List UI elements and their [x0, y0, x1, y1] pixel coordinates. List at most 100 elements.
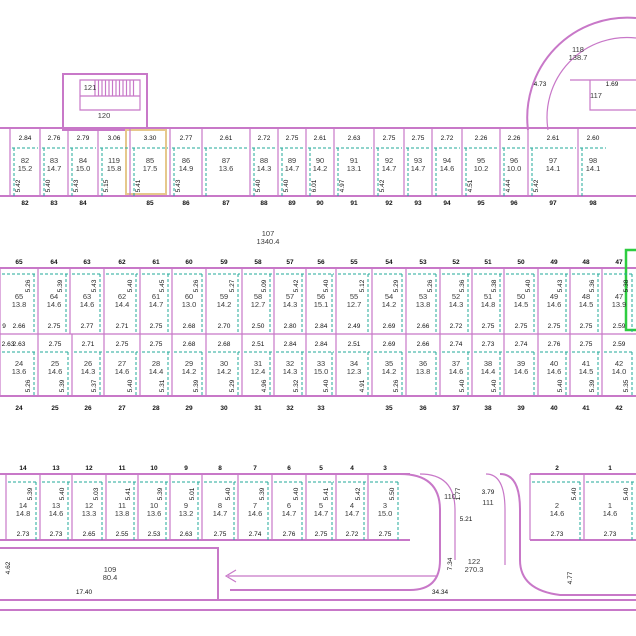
upper-room-area: 13.1 — [347, 164, 362, 173]
mid-lower-room-top-dim: 2.84 — [284, 341, 297, 348]
room-107-area: 1340.4 — [257, 237, 280, 246]
mid-upper-room-area: 14.8 — [481, 300, 496, 309]
mid-upper-room-number: 65 — [15, 292, 23, 301]
room-122-dim-3: 4.77 — [567, 571, 574, 584]
lower-room-bottom-dim: 2.65 — [83, 531, 96, 538]
upper-room-bottom-label: 96 — [510, 200, 518, 207]
mid-lower-room-number-label: 30 — [220, 405, 228, 412]
upper-room-number: 90 — [316, 156, 324, 165]
upper-room-bottom-label: 88 — [260, 200, 268, 207]
mid-upper-room-bottom-dim: 2.59 — [613, 323, 626, 330]
upper-room-area: 14.7 — [382, 164, 397, 173]
mid-lower-room-number-label: 24 — [15, 405, 23, 412]
mid-upper-room-bottom-dim: 2.75 — [548, 323, 561, 330]
mid-upper-room-side-dim: 5.40 — [127, 279, 134, 292]
mid-lower-room-number-label: 37 — [452, 405, 460, 412]
upper-room-top-dim: 2.61 — [547, 135, 560, 142]
mid-lower-room-area: 14.4 — [149, 367, 164, 376]
mid-lower-room-number-label: 35 — [385, 405, 393, 412]
mid-upper-room-side-dim: 5.09 — [261, 279, 268, 292]
lower-room-number-label: 3 — [383, 465, 387, 472]
mid-upper-room-number-label: 51 — [484, 259, 492, 266]
upper-room-top-dim: 2.75 — [286, 135, 299, 142]
mid-upper-room-number: 61 — [152, 292, 160, 301]
mid-upper-room-side-dim: 5.38 — [623, 279, 630, 292]
mid-lower-room-area: 14.2 — [217, 367, 232, 376]
mid-lower-room-side-dim: 5.32 — [293, 379, 300, 392]
mid-upper-room-side-dim: 5.40 — [525, 279, 532, 292]
mid-lower-room-area: 14.6 — [449, 367, 464, 376]
mid-lower-room-number: 26 — [84, 359, 92, 368]
mid-lower-room-side-dim: 5.40 — [491, 379, 498, 392]
mid-lower-room-top-dim: 2.51 — [252, 341, 265, 348]
mid-upper-room-number-label: 63 — [83, 259, 91, 266]
mid-upper-room-bottom-dim: 2.71 — [116, 323, 129, 330]
lower-room-area: 13.3 — [82, 509, 97, 518]
mid-upper-room-area: 14.7 — [149, 300, 164, 309]
mid-lower-room-side-dim: 5.35 — [623, 379, 630, 392]
mid-lower-room-number-label: 38 — [484, 405, 492, 412]
mid-lower-room-top-dim: 2.73 — [482, 341, 495, 348]
mid-upper-room-area: 14.6 — [547, 300, 562, 309]
lower-room-area: 14.6 — [248, 509, 263, 518]
lower-room-number-label: 4 — [350, 465, 354, 472]
upper-room-number: 86 — [182, 156, 190, 165]
mid-lower-room-top-dim: 2.76 — [548, 341, 561, 348]
upper-room-side-dim: 5.42 — [15, 179, 22, 192]
upper-room-side-dim: 4.97 — [339, 179, 346, 192]
mid-lower-room-number: 28 — [152, 359, 160, 368]
upper-room-bottom-label: 93 — [414, 200, 422, 207]
mid-lower-room-number: 37 — [452, 359, 460, 368]
mid-lower-room-top-dim: 2.69 — [383, 341, 396, 348]
dim-5-21: 5.21 — [460, 516, 473, 523]
upper-room-number: 119 — [108, 156, 120, 165]
mid-lower-room-side-dim: 5.40 — [127, 379, 134, 392]
room-118-arc — [526, 16, 636, 131]
mid-upper-room-bottom-dim: 2.75 — [48, 323, 61, 330]
room-118-inner-arc — [546, 36, 636, 131]
dim-1-69: 1.69 — [606, 81, 619, 88]
mid-upper-room-number-label: 61 — [152, 259, 160, 266]
lower-room-side-dim: 5.39 — [157, 487, 164, 500]
left-edge-number: 9 — [2, 323, 6, 330]
room-118-number: 118 — [572, 45, 584, 54]
upper-room-number: 89 — [288, 156, 296, 165]
mid-upper-room-number-label: 47 — [615, 259, 623, 266]
lower-room-side-dim: 5.40 — [571, 487, 578, 500]
mid-lower-room-number: 38 — [484, 359, 492, 368]
mid-upper-room-number: 55 — [350, 292, 358, 301]
mid-upper-room-number: 59 — [220, 292, 228, 301]
lower-room-area: 14.6 — [550, 509, 565, 518]
upper-room-top-dim: 2.26 — [508, 135, 521, 142]
lower-room-area: 13.6 — [147, 509, 162, 518]
upper-room-top-dim: 2.77 — [180, 135, 193, 142]
lower-room-number: 2 — [555, 501, 559, 510]
mid-lower-room-top-dim: 2.74 — [450, 341, 463, 348]
lower-room-number-label: 2 — [555, 465, 559, 472]
upper-room-top-dim: 2.79 — [77, 135, 90, 142]
lower-room-number-label: 10 — [150, 465, 158, 472]
mid-upper-room-number: 48 — [582, 292, 590, 301]
mid-upper-room-number: 62 — [118, 292, 126, 301]
upper-room-area: 14.7 — [411, 164, 426, 173]
upper-room-area: 13.6 — [219, 164, 234, 173]
mid-upper-room-number: 56 — [317, 292, 325, 301]
lower-room-number: 4 — [350, 501, 354, 510]
lower-room-bottom-dim: 2.73 — [50, 531, 63, 538]
lower-room-area: 14.6 — [603, 509, 618, 518]
lower-room-area: 14.7 — [345, 509, 360, 518]
lower-room-bottom-dim: 2.53 — [148, 531, 161, 538]
left-edge-dim: 2.63 — [2, 341, 15, 348]
mid-lower-room-side-dim: 5.29 — [229, 379, 236, 392]
mid-upper-room-area: 14.6 — [80, 300, 95, 309]
upper-room-bottom-label: 91 — [350, 200, 358, 207]
room-107-number: 107 — [262, 229, 275, 238]
mid-upper-room-bottom-dim: 2.75 — [150, 323, 163, 330]
lower-right-walls — [530, 473, 636, 541]
mid-lower-room-top-dim: 2.75 — [116, 341, 129, 348]
mid-lower-room-number-label: 41 — [582, 405, 590, 412]
room-117-wall — [570, 79, 636, 111]
mid-lower-room-side-dim: 5.40 — [323, 379, 330, 392]
mid-upper-room-side-dim: 5.26 — [25, 279, 32, 292]
mid-lower-room-number-label: 31 — [254, 405, 262, 412]
